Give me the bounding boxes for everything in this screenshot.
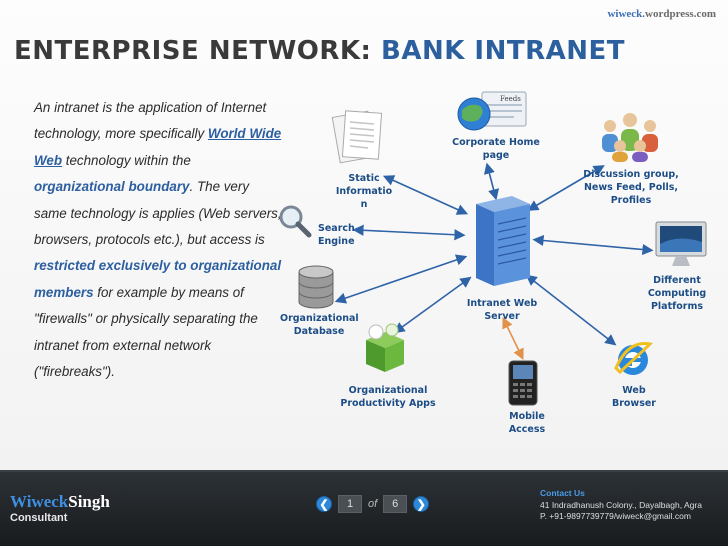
label-productivity-apps: Organizational Productivity Apps bbox=[340, 385, 436, 409]
contact-heading: Contact Us bbox=[540, 488, 585, 498]
link-search bbox=[352, 224, 466, 241]
label-intranet-server: Intranet Web Server bbox=[466, 298, 538, 322]
label-corporate-home: Corporate Home page bbox=[452, 137, 540, 161]
computer-monitor-icon bbox=[655, 221, 707, 266]
link-corporate bbox=[483, 162, 500, 201]
slide-pager: ❮ 1 of 6 ❯ bbox=[316, 494, 430, 514]
people-group-icon bbox=[602, 113, 658, 162]
title-part-2: BANK INTRANET bbox=[381, 36, 625, 66]
site-brand: wiweck bbox=[607, 8, 643, 20]
total-pages: 6 bbox=[383, 495, 408, 513]
desc-seg-4: for example by means of "firewalls" or p… bbox=[34, 284, 258, 380]
server-icon bbox=[476, 196, 530, 286]
rss-feed-icon: Feeds bbox=[457, 91, 527, 131]
page-of-label: of bbox=[368, 498, 378, 510]
internet-explorer-icon bbox=[614, 342, 654, 375]
site-url[interactable]: wiweck.wordpress.com bbox=[607, 8, 716, 20]
apps-box-icon bbox=[366, 323, 404, 372]
site-domain: .wordpress.com bbox=[642, 8, 716, 20]
label-search-engine: Search Engine bbox=[318, 223, 355, 247]
link-mobile bbox=[502, 316, 524, 361]
author-first-name: Wiweck bbox=[10, 492, 69, 511]
desc-highlight-boundary: organizational boundary bbox=[34, 179, 190, 195]
label-computing-platforms: Different Computing Platforms bbox=[647, 275, 707, 312]
feeds-label: Feeds bbox=[500, 95, 521, 103]
prev-slide-button[interactable]: ❮ bbox=[316, 496, 332, 512]
label-organizational-database: Organizational Database bbox=[280, 313, 359, 337]
magnifier-icon bbox=[279, 205, 312, 238]
author-role: Consultant bbox=[10, 512, 68, 524]
mobile-phone-icon bbox=[508, 360, 538, 406]
desc-seg-2: technology within the bbox=[62, 152, 191, 168]
author-name: WiweckSingh bbox=[10, 492, 110, 512]
contact-address: 41 Indradhanush Colony., Dayalbagh, Agra bbox=[540, 499, 702, 510]
link-productivity bbox=[393, 276, 472, 334]
next-slide-button[interactable]: ❯ bbox=[413, 496, 430, 512]
slide-title: ENTERPRISE NETWORK: BANK INTRANET bbox=[14, 36, 625, 66]
current-page: 1 bbox=[338, 495, 362, 513]
database-icon bbox=[298, 265, 334, 309]
label-web-browser: Web Browser bbox=[611, 385, 656, 409]
contact-phone-email[interactable]: P. +91-9897739779/wiweck@gmail.com bbox=[540, 511, 691, 521]
label-mobile-access: Mobile Access bbox=[508, 411, 546, 435]
link-platforms bbox=[532, 234, 654, 256]
link-database bbox=[334, 254, 468, 304]
desc-highlight-restricted: restricted exclusively to organizational… bbox=[34, 258, 282, 300]
desc-seg-1: An intranet is the application of Intern… bbox=[34, 100, 267, 142]
desc-highlight-www: World Wide Web bbox=[34, 126, 282, 168]
link-static bbox=[382, 175, 469, 215]
intranet-description: An intranet is the application of Intern… bbox=[34, 95, 282, 385]
desc-seg-3: . The very same technology is applies (W… bbox=[34, 179, 282, 248]
title-part-1: ENTERPRISE NETWORK: bbox=[14, 36, 372, 66]
author-last-name: Singh bbox=[68, 492, 110, 511]
label-static-information: Static Informatio n bbox=[335, 173, 393, 210]
chevron-left-icon: ❮ bbox=[319, 498, 329, 511]
slide: wiweck.wordpress.com ENTERPRISE NETWORK:… bbox=[0, 0, 728, 470]
contact-block: Contact Us 41 Indradhanush Colony., Daya… bbox=[540, 488, 702, 523]
footer-bar: WiweckSingh Consultant ❮ 1 of 6 ❯ Contac… bbox=[0, 470, 728, 546]
label-discussion-group: Discussion group, News Feed, Polls, Prof… bbox=[583, 169, 679, 206]
documents-icon bbox=[331, 110, 383, 164]
chevron-right-icon: ❯ bbox=[416, 498, 426, 511]
